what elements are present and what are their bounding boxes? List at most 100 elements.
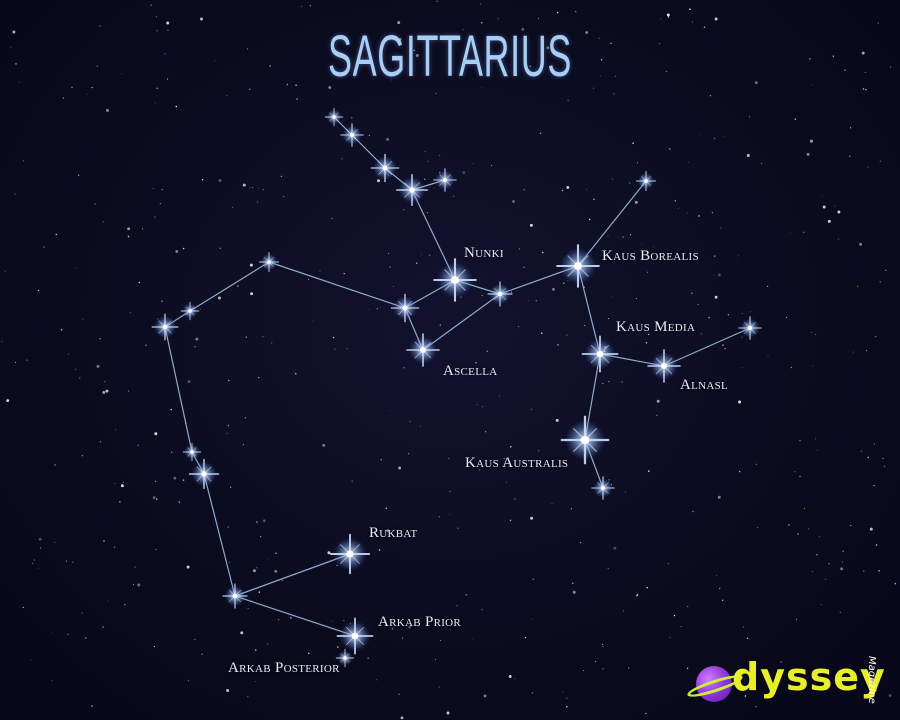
background-star (249, 187, 250, 189)
background-star (524, 636, 527, 639)
background-star (247, 48, 248, 50)
background-star (161, 188, 163, 191)
constellation-star (433, 258, 477, 302)
background-star (391, 628, 394, 630)
background-star (256, 521, 258, 523)
background-star (85, 637, 87, 639)
background-star (389, 266, 391, 268)
background-star (343, 620, 345, 621)
background-star (351, 480, 353, 482)
background-star (114, 546, 116, 548)
background-star (824, 578, 827, 581)
background-star (738, 400, 742, 404)
background-star (43, 246, 45, 248)
background-star (26, 359, 28, 361)
background-star (635, 298, 637, 300)
background-star (322, 443, 326, 447)
constellation-title: SAGITTARIUS (328, 24, 572, 89)
background-star (257, 376, 260, 379)
background-star (420, 254, 422, 256)
background-star (610, 295, 612, 297)
background-star (398, 693, 401, 696)
background-star (386, 137, 390, 141)
background-star (503, 458, 505, 460)
background-star (254, 649, 257, 651)
background-star (749, 116, 750, 118)
background-star (612, 178, 614, 180)
background-star (137, 444, 139, 446)
background-star (822, 205, 826, 209)
background-star (585, 31, 589, 34)
constellation-star (396, 174, 428, 206)
background-star (714, 295, 718, 299)
background-star (879, 281, 881, 283)
background-star (828, 563, 830, 565)
background-star (873, 443, 875, 445)
background-star (71, 86, 73, 88)
background-star (227, 526, 229, 528)
background-star (68, 353, 69, 355)
background-star (156, 87, 158, 89)
constellation-star (581, 335, 619, 373)
background-star (439, 324, 441, 326)
background-star (438, 515, 441, 518)
background-star (686, 667, 689, 669)
background-star (161, 300, 163, 302)
background-star (713, 255, 716, 257)
background-star (415, 54, 419, 57)
background-star (134, 566, 136, 568)
background-star (225, 94, 228, 97)
background-star (170, 408, 173, 411)
background-star (613, 93, 615, 95)
logo-subtitle: Magazine (866, 656, 877, 704)
background-star (720, 227, 722, 229)
background-star (723, 135, 725, 137)
background-star (424, 178, 426, 180)
background-star (882, 457, 884, 460)
background-star (645, 712, 647, 715)
background-star (218, 296, 221, 300)
background-star (809, 58, 811, 60)
background-star (811, 570, 814, 573)
background-star (462, 29, 464, 31)
background-star (413, 49, 415, 52)
background-star (741, 367, 743, 369)
background-star (746, 154, 750, 157)
background-star (523, 189, 525, 191)
background-star (133, 584, 134, 585)
background-star (187, 380, 191, 384)
background-star (267, 643, 269, 645)
background-star (127, 235, 130, 238)
background-star (240, 631, 244, 635)
background-star (167, 29, 169, 31)
background-star (512, 200, 515, 203)
background-star (557, 344, 559, 346)
background-star (839, 611, 842, 614)
background-star (258, 187, 260, 189)
background-star (427, 160, 429, 162)
background-star (505, 481, 508, 483)
background-star (600, 59, 603, 61)
background-star (608, 318, 610, 320)
background-star (14, 193, 16, 195)
background-star (859, 242, 863, 246)
background-star (630, 234, 632, 236)
background-star (260, 535, 262, 538)
background-star (537, 17, 540, 20)
background-star (593, 198, 595, 201)
background-star (593, 87, 595, 89)
background-star (343, 272, 345, 275)
background-star (94, 203, 96, 205)
background-star (286, 83, 288, 86)
background-star (256, 566, 258, 569)
background-star (296, 98, 298, 100)
background-star (106, 108, 109, 112)
background-star (531, 692, 534, 694)
background-star (282, 579, 284, 581)
background-star (647, 333, 650, 336)
background-star (81, 455, 83, 457)
background-star (555, 418, 559, 422)
background-star (247, 695, 249, 698)
background-star (873, 484, 875, 487)
background-star (175, 105, 178, 108)
